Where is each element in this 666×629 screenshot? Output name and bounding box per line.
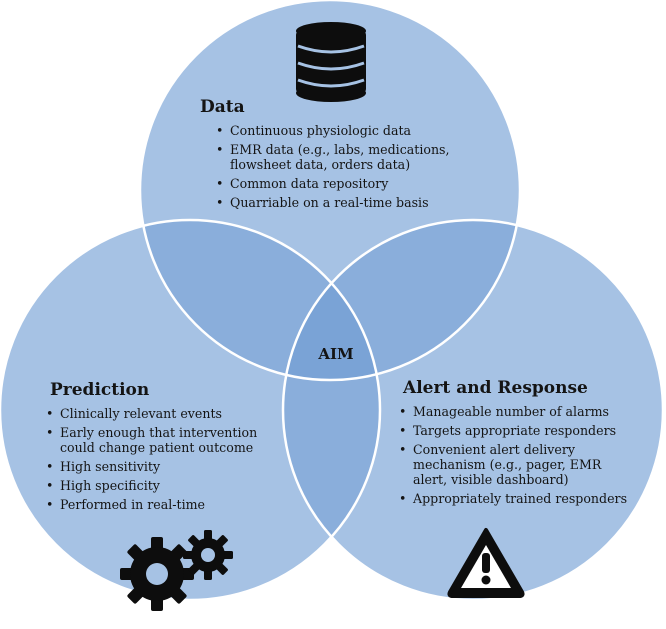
data-item: Continuous physiologic data — [214, 123, 480, 138]
data-item: Quarriable on a real-time basis — [214, 195, 480, 210]
gears-icon — [120, 530, 233, 611]
alert-panel: Alert and Response Manageable number of … — [397, 378, 642, 510]
data-item: EMR data (e.g., labs, medications, flows… — [214, 142, 478, 172]
data-prediction-overlap — [140, 220, 380, 380]
data-item: Common data repository — [214, 176, 480, 191]
prediction-item: High sensitivity — [44, 459, 290, 474]
prediction-item: Clinically relevant events — [44, 406, 290, 421]
data-circle-outline — [138, 0, 522, 382]
alert-list: Manageable number of alarms Targets appr… — [397, 404, 642, 506]
prediction-list: Clinically relevant events Early enough … — [44, 406, 290, 512]
prediction-panel: Prediction Clinically relevant events Ea… — [30, 380, 290, 516]
prediction-item: High specificity — [44, 478, 290, 493]
warning-icon — [447, 528, 525, 598]
alert-item: Appropriately trained responders — [397, 491, 642, 506]
data-panel: Data Continuous physiologic data EMR dat… — [200, 97, 480, 214]
alert-title: Alert and Response — [403, 378, 588, 398]
prediction-circle-outline — [0, 218, 382, 602]
prediction-item: Performed in real-time — [44, 497, 290, 512]
data-list: Continuous physiologic data EMR data (e.… — [214, 123, 480, 210]
prediction-item: Early enough that intervention could cha… — [44, 425, 292, 455]
alert-item: Targets appropriate responders — [397, 423, 642, 438]
alert-item: Manageable number of alarms — [397, 404, 642, 419]
data-title: Data — [200, 97, 245, 117]
database-icon — [296, 22, 366, 102]
center-label: AIM — [318, 345, 354, 363]
data-alert-overlap — [283, 220, 520, 380]
prediction-title: Prediction — [50, 380, 150, 400]
alert-item: Convenient alert delivery mechanism (e.g… — [397, 442, 613, 487]
